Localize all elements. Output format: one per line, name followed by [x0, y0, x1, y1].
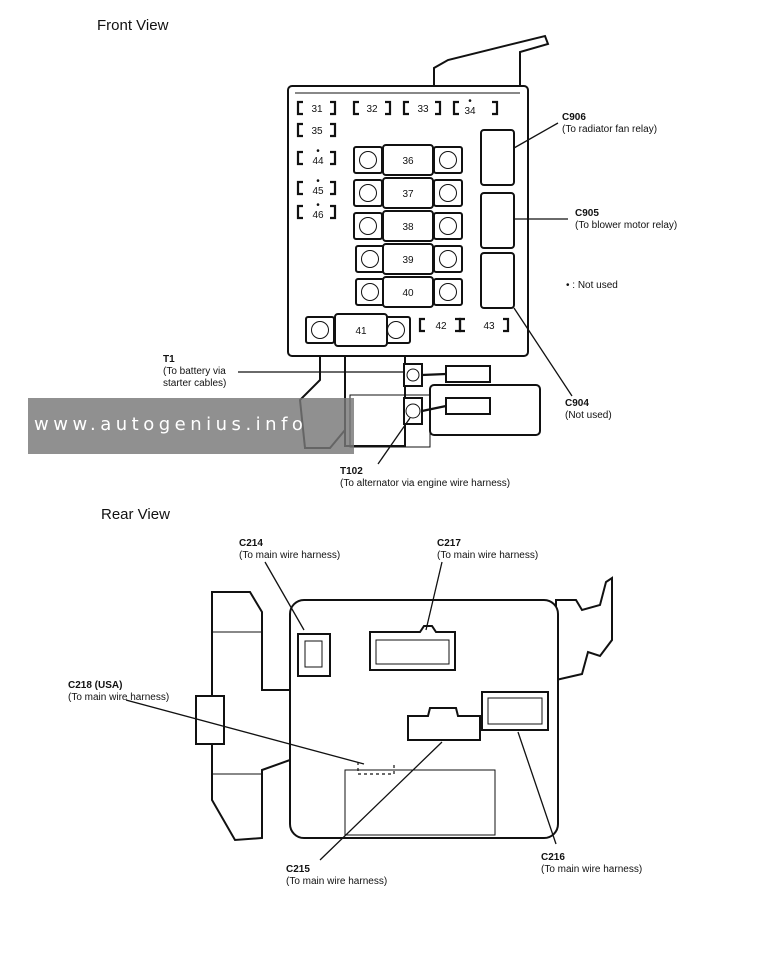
large-fuse-37: 37	[353, 177, 463, 209]
c217-desc: (To main wire harness)	[437, 550, 538, 561]
c218-name: C218 (USA)	[68, 680, 122, 691]
large-fuse-label: 37	[402, 189, 414, 200]
c217-leader	[425, 561, 443, 631]
c215-desc: (To main wire harness)	[286, 876, 387, 887]
large-fuse-label: 39	[402, 255, 414, 266]
c214-desc: (To main wire harness)	[239, 550, 340, 561]
t1-desc-line1: (To battery via	[163, 366, 226, 377]
c906-socket	[480, 129, 515, 186]
c214-name: C214	[239, 538, 263, 549]
c906-name: C906	[562, 112, 586, 123]
not-used-marker: •	[316, 200, 320, 211]
rear-view-title: Rear View	[101, 506, 170, 523]
watermark-band	[28, 398, 354, 454]
large-fuse-label: 36	[402, 156, 414, 167]
c217-name: C217	[437, 538, 461, 549]
t102-desc: (To alternator via engine wire harness)	[340, 478, 510, 489]
small-fuse-label: 46	[312, 210, 324, 221]
c904-socket	[480, 252, 515, 309]
large-fuse-label: 41	[355, 326, 367, 337]
large-fuse-label: 40	[402, 288, 414, 299]
c904-leader	[513, 307, 573, 397]
not-used-marker: •	[316, 146, 320, 157]
small-fuse-label: 35	[311, 126, 323, 137]
small-fuse-44: 44•	[296, 146, 337, 167]
not-used-marker: •	[316, 176, 320, 187]
terminal-studs	[403, 363, 447, 425]
small-fuse-46: 46•	[296, 200, 337, 221]
c904-desc: (Not used)	[565, 410, 612, 421]
large-fuse-39: 39	[355, 243, 463, 275]
small-fuse-label: 42	[435, 321, 447, 332]
c905-desc: (To blower motor relay)	[575, 220, 677, 231]
t102-name: T102	[340, 466, 363, 477]
c218-leader	[125, 699, 365, 765]
t1-desc-line2: starter cables)	[163, 378, 226, 389]
small-fuse-label: 32	[366, 104, 378, 115]
large-fuse-label: 38	[402, 222, 414, 233]
large-fuse-40: 40	[355, 276, 463, 308]
small-fuse-label: 33	[417, 104, 429, 115]
small-fuse-45: 45•	[296, 176, 337, 197]
c218-desc: (To main wire harness)	[68, 692, 169, 703]
small-fuse-32: 32	[352, 100, 392, 116]
c215-name: C215	[286, 864, 310, 875]
front-view-title: Front View	[97, 17, 169, 34]
small-fuse-label: 44	[312, 156, 324, 167]
c904-name: C904	[565, 398, 589, 409]
small-fuse-31: 31	[296, 100, 337, 116]
c906-leader	[513, 122, 559, 149]
c905-socket	[480, 192, 515, 249]
large-fuse-38: 38	[353, 210, 463, 242]
small-fuse-33: 33	[402, 100, 442, 116]
c214-leader	[264, 561, 305, 631]
small-fuse-label: 45	[312, 186, 324, 197]
c905-name: C905	[575, 208, 599, 219]
small-fuse-label: 31	[311, 104, 323, 115]
c216-name: C216	[541, 852, 565, 863]
t102-leader	[377, 417, 411, 465]
c216-leader	[517, 731, 557, 845]
watermark-text: www.autogenius.info	[34, 414, 308, 435]
relay-sockets	[480, 129, 515, 309]
not-used-legend: • : Not used	[566, 280, 618, 291]
c216-desc: (To main wire harness)	[541, 864, 642, 875]
rear-view-box	[195, 576, 613, 842]
small-fuse-label: 34	[464, 106, 476, 117]
small-fuse-34: 34•	[452, 96, 499, 117]
c215-leader	[319, 741, 443, 861]
t1-name: T1	[163, 354, 175, 365]
large-fuse-36: 36	[353, 144, 463, 176]
not-used-marker: •	[468, 96, 472, 107]
large-fuse-41: 41	[305, 313, 411, 347]
c906-desc: (To radiator fan relay)	[562, 124, 657, 135]
small-fuse-35: 35	[296, 122, 337, 138]
large-fuse-group: 36 37 38 39 40 41	[305, 144, 463, 347]
small-fuse-43: 43	[458, 317, 510, 333]
small-fuse-label: 43	[483, 321, 495, 332]
